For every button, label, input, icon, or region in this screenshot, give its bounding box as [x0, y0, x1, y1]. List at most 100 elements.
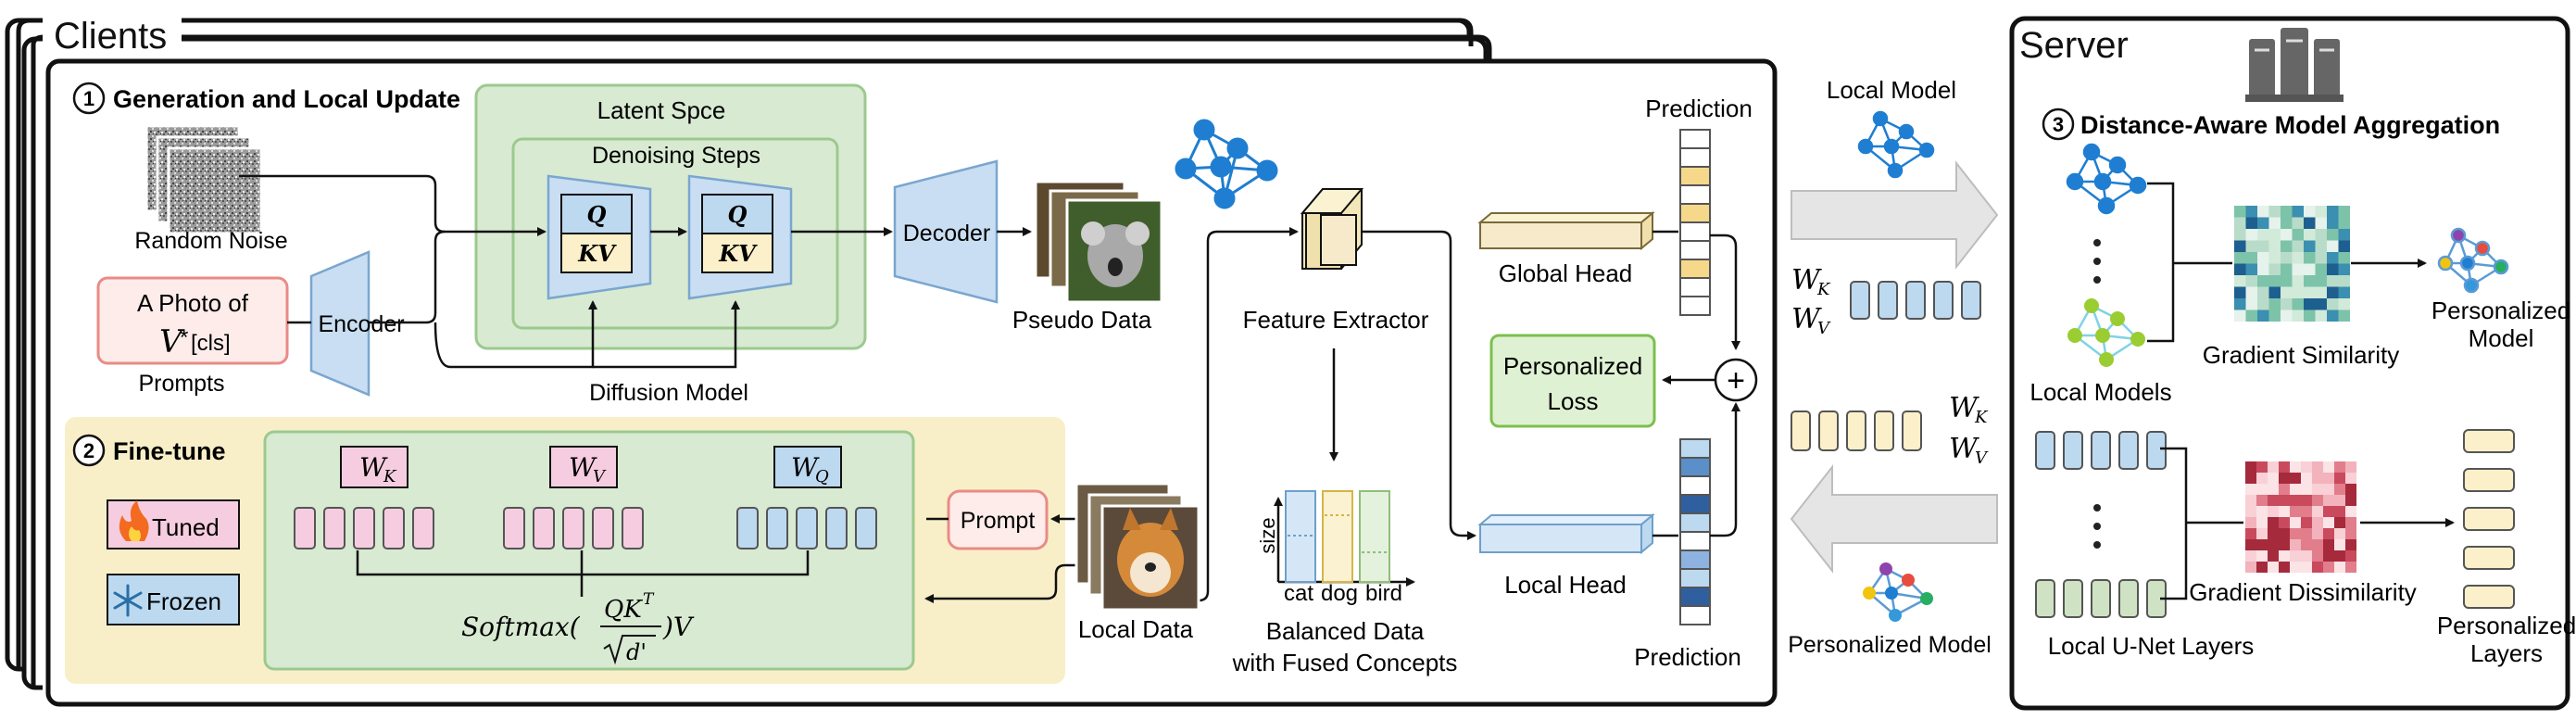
heatmap-cell	[2281, 206, 2293, 218]
prediction-cell	[1679, 549, 1711, 570]
heatmap-cell	[2338, 229, 2350, 241]
heatmap-cell	[2304, 298, 2316, 310]
download-weight-cell	[1791, 411, 1811, 451]
heatmap-cell	[2245, 484, 2256, 495]
heatmap-cell	[2281, 275, 2293, 287]
downloaded-weight-cells	[1791, 411, 1922, 451]
personalized-model-icon-server	[2437, 227, 2509, 294]
heatmap-cell	[2279, 461, 2290, 473]
heatmap-cell	[2245, 473, 2256, 484]
heatmap-cell	[2234, 229, 2246, 241]
personalized-model-label: Personalized Model	[1788, 632, 1992, 658]
heatmap-cell	[2301, 562, 2312, 573]
wk-sub: K	[383, 467, 397, 486]
heatmap-cell	[2345, 562, 2356, 573]
prediction-vector-bottom	[1679, 438, 1711, 625]
heatmap-cell	[2279, 528, 2290, 539]
personalized-layer-cell	[2463, 468, 2515, 492]
heatmap-cell	[2327, 229, 2339, 241]
prompts-caption: Prompts	[138, 371, 224, 397]
local-models-label: Local Models	[2029, 378, 2171, 406]
heatmap-cell	[2256, 550, 2268, 562]
heatmap-cell	[2345, 550, 2356, 562]
wq-weight-cell	[736, 507, 759, 549]
random-noise-image	[145, 124, 263, 235]
heatmap-cell	[2323, 517, 2334, 528]
heatmap-cell	[2234, 252, 2246, 264]
heatmap-cell	[2268, 506, 2279, 517]
heatmap-cell	[2256, 484, 2268, 495]
heatmap-cell	[2257, 309, 2269, 322]
heatmap-cell	[2327, 286, 2339, 298]
heatmap-cell	[2345, 528, 2356, 539]
similarity-bracket	[2147, 182, 2427, 343]
heatmap-cell	[2312, 550, 2323, 562]
heatmap-cell	[2268, 309, 2281, 322]
balanced-data-chart	[1274, 490, 1415, 587]
prompt-cls: [cls]	[191, 331, 231, 356]
prompt-star: *	[180, 325, 188, 350]
personalized-model-server-line2: Model	[2469, 324, 2534, 352]
prediction-cell	[1679, 147, 1711, 168]
heatmap-cell	[2290, 517, 2301, 528]
heatmap-cell	[2292, 240, 2304, 252]
heatmap-cell	[2257, 240, 2269, 252]
server-layer-cells	[2035, 431, 2167, 618]
heatmap-cell	[2257, 275, 2269, 287]
heatmap-cell	[2290, 495, 2301, 506]
personalized-layers-line2: Layers	[2470, 639, 2543, 667]
heatmap-cell	[2256, 528, 2268, 539]
heatmap-cell	[2312, 562, 2323, 573]
heatmap-cell	[2257, 298, 2269, 310]
wv-weight-cell	[503, 507, 525, 549]
decoder-block	[893, 159, 999, 304]
heatmap-cell	[2338, 217, 2350, 229]
wv-label: W	[569, 452, 597, 483]
heatmap-cell	[2234, 309, 2246, 322]
personalized-loss-line1: Personalized	[1503, 352, 1642, 380]
heatmap-cell	[2268, 473, 2279, 484]
heatmap-cell	[2315, 298, 2327, 310]
wv-sub: V	[593, 467, 607, 486]
heatmap-cell	[2290, 528, 2301, 539]
heatmap-cell	[2292, 263, 2304, 275]
personalized-layer-cell	[2463, 546, 2515, 570]
sum-operator-symbol: +	[1727, 363, 1745, 398]
heatmap-cell	[2245, 539, 2256, 550]
heatmap-cell	[2304, 217, 2316, 229]
wq-label-box	[773, 446, 842, 488]
download-weight-cell	[1818, 411, 1839, 451]
local-unet-label: Local U-Net Layers	[2048, 632, 2255, 660]
kv-box-1	[560, 233, 633, 273]
heatmap-cell	[2301, 484, 2312, 495]
wq-weight-cell	[796, 507, 818, 549]
gradient-similarity-label: Gradient Similarity	[2203, 341, 2399, 369]
heatmap-cell	[2281, 240, 2293, 252]
heatmap-cell	[2256, 539, 2268, 550]
heatmap-cell	[2327, 217, 2339, 229]
prediction-top-label: Prediction	[1645, 95, 1753, 122]
heatmap-cell	[2281, 263, 2293, 275]
heatmap-cell	[2256, 506, 2268, 517]
encoder-block	[309, 250, 371, 397]
heatmap-cell	[2323, 528, 2334, 539]
mid-wk-upper-sub: K	[1816, 280, 1831, 299]
gradient-similarity-heatmap	[2234, 206, 2350, 322]
q-label-1: Q	[587, 201, 607, 228]
heatmap-cell	[2338, 263, 2350, 275]
pseudo-data-label: Pseudo Data	[1012, 306, 1152, 334]
prediction-cell	[1679, 221, 1711, 242]
heatmap-cell	[2279, 562, 2290, 573]
local-model-network-icon	[1857, 110, 1935, 179]
heatmap-cell	[2257, 206, 2269, 218]
upload-weight-cell	[1850, 281, 1870, 320]
heatmap-cell	[2304, 263, 2316, 275]
heatmap-cell	[2257, 217, 2269, 229]
personalized-layer-cell	[2463, 429, 2515, 453]
heatmap-cell	[2257, 252, 2269, 264]
bar-bird-label: bird	[1365, 581, 1402, 606]
heatmap-cell	[2301, 506, 2312, 517]
heatmap-cell	[2279, 495, 2290, 506]
heatmap-cell	[2304, 252, 2316, 264]
heatmap-cell	[2304, 309, 2316, 322]
